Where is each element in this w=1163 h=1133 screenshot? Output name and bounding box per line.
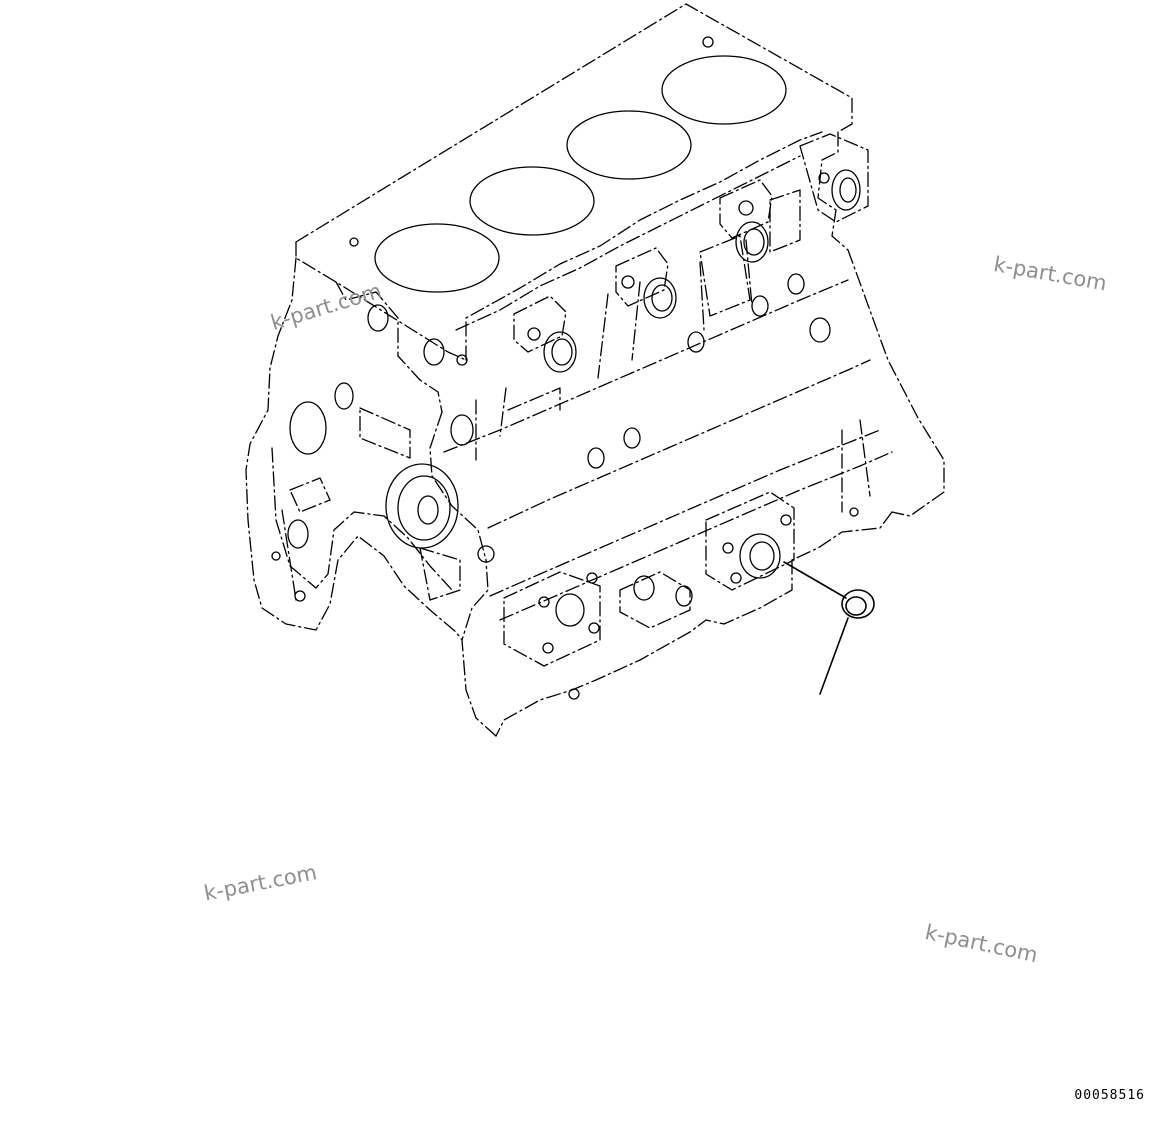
engine-block-outline [245, 3, 945, 737]
illustration-number: 00058516 [1074, 1088, 1145, 1103]
cylinder-bores [374, 55, 787, 293]
plug-part [783, 561, 875, 695]
bosses-and-holes [271, 36, 861, 700]
